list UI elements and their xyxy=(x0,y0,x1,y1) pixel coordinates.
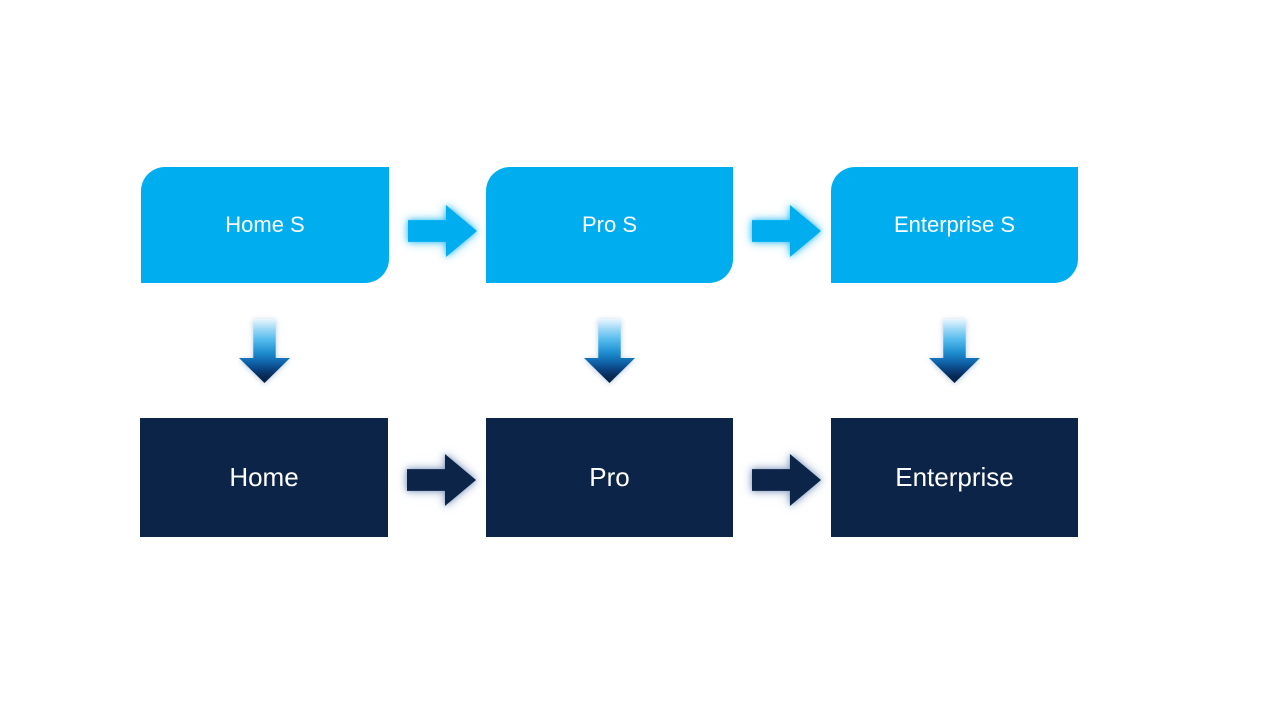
right-arrow-pro-s-to-enterprise-s xyxy=(752,205,821,257)
node-label: Pro S xyxy=(581,212,638,238)
down-arrow-pro-s-to-pro xyxy=(584,319,635,383)
right-arrow-pro-to-enterprise xyxy=(752,454,821,506)
node-home: Home xyxy=(140,418,388,537)
right-arrow-icon xyxy=(752,454,821,506)
node-label: Home xyxy=(229,461,299,492)
node-enterprise: Enterprise xyxy=(831,418,1078,537)
right-arrow-home-to-pro xyxy=(407,454,476,506)
down-arrow-home-s-to-home xyxy=(239,319,290,383)
node-home-s: Home S xyxy=(141,167,389,283)
right-arrow-icon xyxy=(407,454,476,506)
down-arrow-icon xyxy=(239,319,290,383)
down-arrow-enterprise-s-to-enterprise xyxy=(929,319,980,383)
right-arrow-home-s-to-pro-s xyxy=(408,205,477,257)
node-pro-s: Pro S xyxy=(486,167,733,283)
node-label: Pro xyxy=(589,461,630,492)
right-arrow-icon xyxy=(752,205,821,257)
node-pro: Pro xyxy=(486,418,733,537)
node-label: Enterprise xyxy=(895,461,1014,492)
down-arrow-icon xyxy=(584,319,635,383)
right-arrow-icon xyxy=(408,205,477,257)
node-enterprise-s: Enterprise S xyxy=(831,167,1078,283)
node-label: Enterprise S xyxy=(893,212,1016,238)
down-arrow-icon xyxy=(929,319,980,383)
node-label: Home S xyxy=(225,212,305,238)
